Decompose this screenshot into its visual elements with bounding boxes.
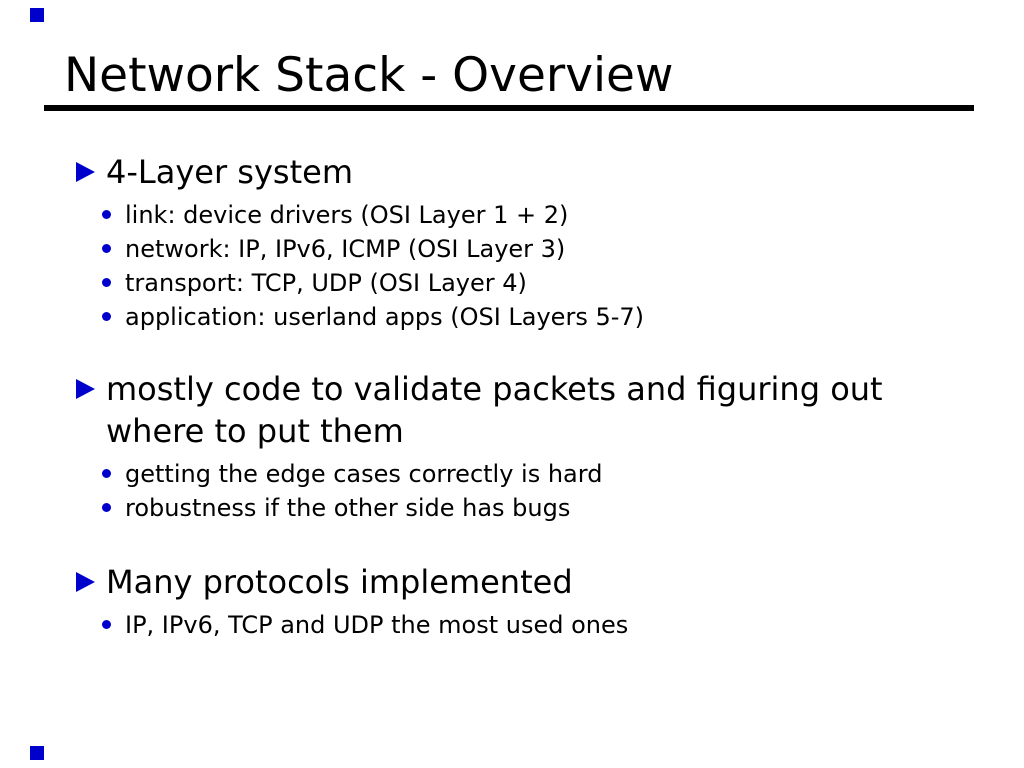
dot-bullet-icon xyxy=(102,312,111,321)
bullet-heading-text: mostly code to validate packets and figu… xyxy=(106,368,883,452)
sub-item-text: robustness if the other side has bugs xyxy=(125,494,571,522)
corner-square-icon xyxy=(30,746,44,760)
sub-bullet-list: link: device drivers (OSI Layer 1 + 2) n… xyxy=(102,198,994,334)
triangle-bullet-icon xyxy=(76,572,95,592)
dot-bullet-icon xyxy=(102,210,111,219)
corner-square-icon xyxy=(30,8,44,22)
list-item: IP, IPv6, TCP and UDP the most used ones xyxy=(102,608,994,642)
title-underline xyxy=(44,105,974,111)
list-item: network: IP, IPv6, ICMP (OSI Layer 3) xyxy=(102,232,994,266)
triangle-bullet-icon xyxy=(76,162,95,182)
bullet-heading-text: Many protocols implemented xyxy=(106,561,573,603)
bullet-block: mostly code to validate packets and figu… xyxy=(76,368,994,525)
heading-line: Many protocols implemented xyxy=(106,563,573,601)
bullet-heading: 4-Layer system xyxy=(76,151,994,193)
sub-item-text: link: device drivers (OSI Layer 1 + 2) xyxy=(125,201,569,229)
dot-bullet-icon xyxy=(102,503,111,512)
sub-item-text: application: userland apps (OSI Layers 5… xyxy=(125,303,645,331)
sub-bullet-list: IP, IPv6, TCP and UDP the most used ones xyxy=(102,608,994,642)
bullet-heading: Many protocols implemented xyxy=(76,561,994,603)
sub-item-text: network: IP, IPv6, ICMP (OSI Layer 3) xyxy=(125,235,566,263)
heading-line: 4-Layer system xyxy=(106,153,353,191)
sub-item-text: getting the edge cases correctly is hard xyxy=(125,460,603,488)
bullet-block: 4-Layer system link: device drivers (OSI… xyxy=(76,151,994,334)
sub-item-text: IP, IPv6, TCP and UDP the most used ones xyxy=(125,611,629,639)
list-item: link: device drivers (OSI Layer 1 + 2) xyxy=(102,198,994,232)
bullet-block: Many protocols implemented IP, IPv6, TCP… xyxy=(76,561,994,642)
sub-bullet-list: getting the edge cases correctly is hard… xyxy=(102,457,994,525)
list-item: application: userland apps (OSI Layers 5… xyxy=(102,300,994,334)
bullet-heading-text: 4-Layer system xyxy=(106,151,353,193)
heading-line: mostly code to validate packets and figu… xyxy=(106,370,883,408)
dot-bullet-icon xyxy=(102,278,111,287)
dot-bullet-icon xyxy=(102,469,111,478)
heading-line: where to put them xyxy=(106,412,404,450)
list-item: getting the edge cases correctly is hard xyxy=(102,457,994,491)
slide-content: 4-Layer system link: device drivers (OSI… xyxy=(0,151,1024,642)
list-item: robustness if the other side has bugs xyxy=(102,491,994,525)
dot-bullet-icon xyxy=(102,244,111,253)
page-title: Network Stack - Overview xyxy=(64,48,674,103)
sub-item-text: transport: TCP, UDP (OSI Layer 4) xyxy=(125,269,527,297)
triangle-bullet-icon xyxy=(76,379,95,399)
dot-bullet-icon xyxy=(102,620,111,629)
list-item: transport: TCP, UDP (OSI Layer 4) xyxy=(102,266,994,300)
bullet-heading: mostly code to validate packets and figu… xyxy=(76,368,994,452)
